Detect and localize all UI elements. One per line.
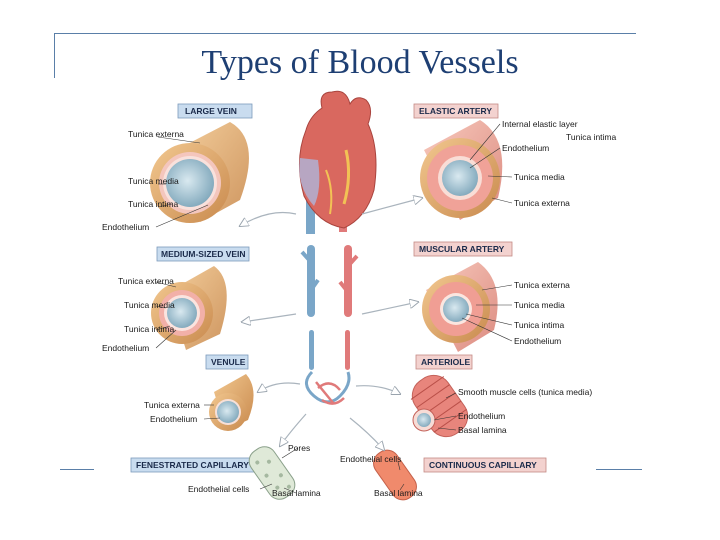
central-vein-vessel bbox=[300, 245, 320, 370]
elastic-artery-labels: Internal elastic layer Endothelium Tunic… bbox=[502, 119, 617, 208]
venule-labels: Tunica externa Endothelium bbox=[144, 400, 200, 424]
muscular-label-media: Tunica media bbox=[514, 300, 565, 310]
muscular-artery-labels: Tunica externa Tunica media Tunica intim… bbox=[514, 280, 570, 346]
muscular-artery-box: MUSCULAR ARTERY bbox=[413, 241, 513, 257]
fenestrated-capillary-drawing bbox=[248, 446, 296, 500]
leader-lines bbox=[155, 123, 513, 494]
page-title: Types of Blood Vessels bbox=[201, 44, 519, 81]
arteriole-label-basal-lamina: Basal lamina bbox=[458, 425, 507, 435]
continuous-label-endothelial-cells: Endothelial cells bbox=[340, 454, 401, 464]
arteriole-label-smooth-muscle: Smooth muscle cells (tunica media) bbox=[458, 387, 592, 397]
elastic-artery-title: ELASTIC ARTERY bbox=[419, 106, 492, 116]
medium-vein-box: MEDIUM-SIZED VEIN bbox=[156, 246, 250, 262]
continuous-capillary-title: CONTINUOUS CAPILLARY bbox=[429, 460, 537, 470]
large-vein-title: LARGE VEIN bbox=[185, 106, 237, 116]
frame-left-line bbox=[54, 33, 55, 78]
fenestrated-capillary-box: FENESTRATED CAPILLARY bbox=[130, 457, 258, 473]
elastic-label-intima: Tunica intima bbox=[566, 132, 617, 142]
elastic-label-endothelium: Endothelium bbox=[502, 143, 549, 153]
continuous-label-basal-lamina: Basal lamina bbox=[374, 488, 423, 498]
muscular-artery-title: MUSCULAR ARTERY bbox=[419, 244, 505, 254]
medium-vein-labels: Tunica externa Tunica media Tunica intim… bbox=[102, 276, 175, 353]
venule-box: VENULE bbox=[205, 354, 249, 370]
elastic-label-externa: Tunica externa bbox=[514, 198, 570, 208]
arteriole-labels: Smooth muscle cells (tunica media) Endot… bbox=[458, 387, 592, 435]
muscular-label-intima: Tunica intima bbox=[514, 320, 565, 330]
large-vein-label-externa: Tunica externa bbox=[128, 129, 184, 139]
bottom-rule-left bbox=[60, 469, 94, 470]
medium-vein-label-endothelium: Endothelium bbox=[102, 343, 149, 353]
medium-vein-title: MEDIUM-SIZED VEIN bbox=[161, 249, 246, 259]
venule-title: VENULE bbox=[211, 357, 246, 367]
muscular-label-externa: Tunica externa bbox=[514, 280, 570, 290]
continuous-capillary-labels: Endothelial cells Basal lamina bbox=[340, 454, 423, 498]
fenestrated-label-endothelial-cells: Endothelial cells bbox=[188, 484, 249, 494]
venule-drawing bbox=[209, 374, 254, 431]
large-vein-label-endothelium: Endothelium bbox=[102, 222, 149, 232]
venule-label-externa: Tunica externa bbox=[144, 400, 200, 410]
continuous-capillary-drawing bbox=[373, 449, 417, 501]
elastic-artery-box: ELASTIC ARTERY bbox=[413, 103, 499, 119]
large-vein-label-media: Tunica media bbox=[128, 176, 179, 186]
elastic-artery-drawing bbox=[420, 120, 503, 220]
arteriole-label-endothelium: Endothelium bbox=[458, 411, 505, 421]
frame-top-line bbox=[54, 33, 636, 34]
central-artery-vessel bbox=[338, 245, 359, 370]
arteriole-drawing bbox=[410, 374, 469, 438]
large-vein-label-intima: Tunica intima bbox=[128, 199, 179, 209]
arteriole-box: ARTERIOLE bbox=[415, 354, 473, 370]
medium-vein-drawing bbox=[151, 266, 227, 350]
elastic-label-media: Tunica media bbox=[514, 172, 565, 182]
heart-illustration bbox=[298, 90, 377, 234]
large-vein-drawing bbox=[150, 122, 249, 223]
medium-vein-label-externa: Tunica externa bbox=[118, 276, 174, 286]
large-vein-box: LARGE VEIN bbox=[177, 103, 253, 119]
bottom-rule-right bbox=[596, 469, 642, 470]
venule-label-endothelium: Endothelium bbox=[150, 414, 197, 424]
continuous-capillary-box: CONTINUOUS CAPILLARY bbox=[423, 457, 547, 473]
flow-arrows bbox=[240, 198, 422, 450]
muscular-artery-drawing bbox=[422, 262, 498, 352]
fenestrated-label-basal-lamina: Basal lamina bbox=[272, 488, 321, 498]
large-vein-labels: Tunica externa Tunica media Tunica intim… bbox=[102, 129, 184, 232]
arteriole-title: ARTERIOLE bbox=[421, 357, 470, 367]
muscular-label-endothelium: Endothelium bbox=[514, 336, 561, 346]
elastic-label-internal-elastic-layer: Internal elastic layer bbox=[502, 119, 578, 129]
capillary-bed bbox=[305, 370, 351, 405]
medium-vein-label-media: Tunica media bbox=[124, 300, 175, 310]
fenestrated-capillary-labels: Pores Endothelial cells Basal lamina bbox=[188, 443, 321, 498]
fenestrated-label-pores: Pores bbox=[288, 443, 310, 453]
fenestrated-capillary-title: FENESTRATED CAPILLARY bbox=[136, 460, 249, 470]
medium-vein-label-intima: Tunica intima bbox=[124, 324, 175, 334]
